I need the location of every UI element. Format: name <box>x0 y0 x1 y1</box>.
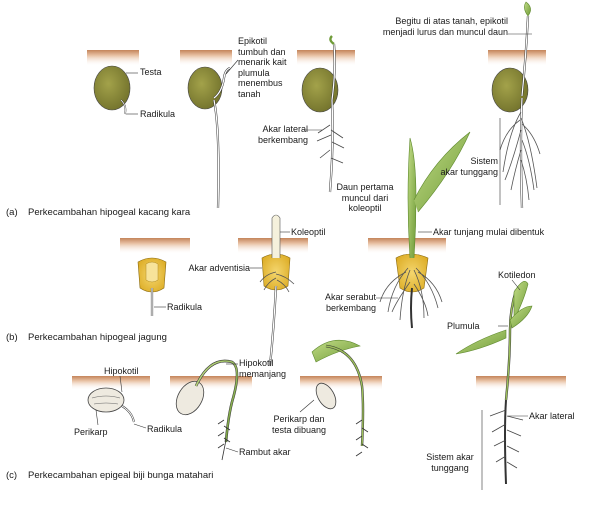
soil-strip <box>72 376 150 390</box>
caption-c: (c)Perkecambahan epigeal biji bunga mata… <box>6 470 214 481</box>
bean-seed-stage-1 <box>93 65 131 115</box>
label-akar-serabut: Akar serabut berkembang <box>324 292 376 313</box>
soil-strip <box>300 376 382 390</box>
corn-seed-stage-1 <box>137 257 167 316</box>
soil-strip <box>180 50 232 66</box>
row-b-corn-hypogeal <box>120 131 471 367</box>
label-testa: Testa <box>140 67 162 77</box>
soil-strip <box>368 238 446 254</box>
label-akar-tunjang: Akar tunjang mulai dibentuk <box>433 227 545 237</box>
leader-line <box>95 409 99 426</box>
label-radikula-a: Radikula <box>140 109 176 119</box>
label-kotiledon: Kotiledon <box>498 270 536 280</box>
soil-strip <box>476 376 566 390</box>
label-hipokotil-memanjang: Hipokotil memanjang <box>239 358 287 379</box>
sunflower-seed-stage-4 <box>455 281 533 485</box>
leader-line <box>119 375 123 393</box>
label-sistem-akar-c: Sistem akar tunggang <box>426 452 474 473</box>
sunflower-seed-stage-2 <box>175 359 239 461</box>
soil-strip <box>488 50 546 66</box>
corn-seed-stage-3 <box>379 131 471 329</box>
label-begitu: Begitu di atas tanah, epikotil menjadi l… <box>382 16 508 37</box>
soil-strip <box>87 50 139 66</box>
label-akar-lateral-c: Akar lateral <box>529 411 575 421</box>
label-radikula-b: Radikula <box>167 302 203 312</box>
label-plumula: Plumula <box>447 321 480 331</box>
bean-seed-stage-3 <box>301 35 345 193</box>
soil-strip <box>120 238 190 254</box>
label-radikula-c: Radikula <box>147 424 183 434</box>
label-akar-adventisia: Akar adventisia <box>188 263 250 273</box>
row-c-sunflower-epigeal <box>72 279 566 490</box>
label-perikarp-testa: Perikarp dan testa dibuang <box>271 414 327 435</box>
soil-strip <box>297 50 355 66</box>
caption-b: (b)Perkecambahan hipogeal jagung <box>6 332 167 343</box>
leader-line <box>225 59 239 75</box>
label-epikotil: Epikotil tumbuh dan menarik kait plumula… <box>238 36 287 99</box>
leader-line <box>133 423 147 429</box>
sunflower-seed-stage-1 <box>87 387 135 423</box>
label-sistem-akar-a: Sistem akar tunggang <box>440 156 498 177</box>
sunflower-seed-stage-3 <box>311 339 369 457</box>
label-hipokotil: Hipokotil <box>104 366 139 376</box>
label-daun-pertama: Daun pertama muncul dari koleoptil <box>336 182 394 213</box>
bean-seed-stage-4 <box>491 1 541 209</box>
leader-line <box>225 447 239 453</box>
leader-line <box>299 399 315 413</box>
label-akar-lateral-a: Akar lateral berkembang <box>257 124 308 145</box>
label-perikarp: Perikarp <box>74 427 108 437</box>
bean-seed-stage-2 <box>187 66 231 209</box>
caption-a: (a)Perkecambahan hipogeal kacang kara <box>6 207 191 218</box>
leader-line <box>511 279 521 291</box>
label-koleoptil: Koleoptil <box>291 227 326 237</box>
corn-seed-stage-2 <box>259 214 295 367</box>
row-a-bean-hypogeal <box>87 1 546 209</box>
label-rambut-akar: Rambut akar <box>239 447 291 457</box>
